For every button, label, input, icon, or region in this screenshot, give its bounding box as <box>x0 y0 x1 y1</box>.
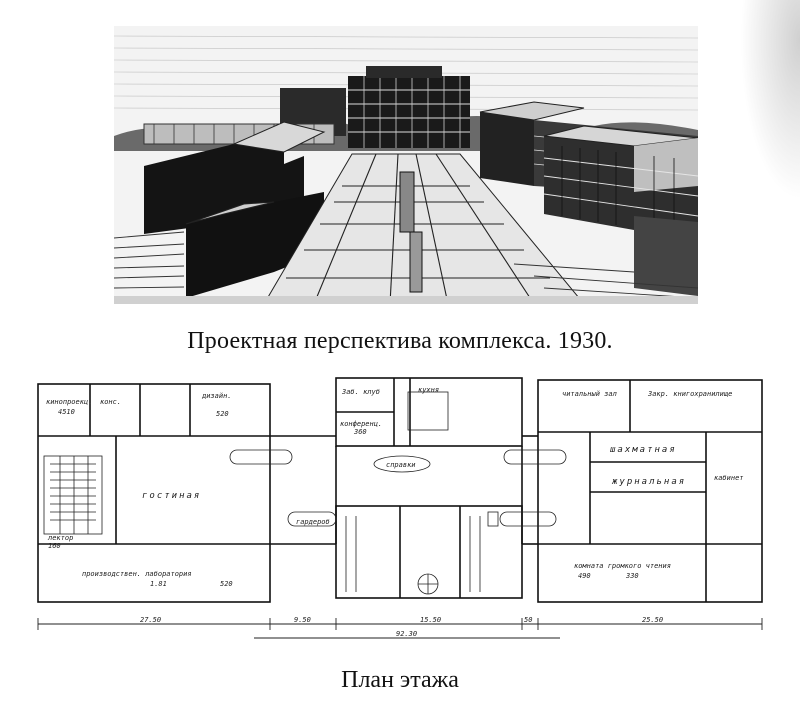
label-stage: лектор <box>47 534 73 542</box>
label-lab-num-2: 520 <box>220 580 233 588</box>
perspective-caption: Проектная перспектива комплекса. 1930. <box>187 328 613 354</box>
dimension-5: 25.50 <box>642 616 663 624</box>
label-conference-num: 360 <box>353 428 367 436</box>
label-journal-room: журнальная <box>611 477 686 487</box>
label-conference: конференц. <box>340 420 382 428</box>
label-cinema: кинопроекц. <box>46 398 92 406</box>
label-loud-reading: комната громкого чтения <box>574 562 671 570</box>
perspective-drawing <box>114 26 698 304</box>
scan-shadow <box>740 0 800 200</box>
label-design: дизайн. <box>201 392 232 400</box>
label-info-desk: справки <box>386 461 416 469</box>
label-kitchen: кухня <box>418 386 439 394</box>
dimension-4: 50 <box>524 616 532 624</box>
dimension-2: 9.50 <box>294 616 311 624</box>
perspective-illustration <box>114 26 698 304</box>
label-stage-num: 160 <box>48 542 61 550</box>
dimension-total: 92.30 <box>396 630 417 638</box>
dimension-3: 15.50 <box>420 616 441 624</box>
label-design-num: 520 <box>216 410 229 418</box>
label-cabinet: кабинет <box>714 474 744 482</box>
label-cinema-num: 4510 <box>58 408 75 416</box>
label-hall: гостиная <box>142 491 201 501</box>
floor-plan-drawing: кинопроекц. 4510 конс. дизайн. 520 лекто… <box>37 377 763 639</box>
label-reading-hall: читальный зал <box>562 390 617 398</box>
label-loud-reading-num-2: 330 <box>625 572 639 580</box>
plan-caption: План этажа <box>341 667 459 693</box>
label-club: Заб. клуб <box>341 388 380 396</box>
label-loud-reading-num-1: 490 <box>578 572 591 580</box>
dimension-1: 27.50 <box>140 616 161 624</box>
label-chess-room: шахматная <box>610 445 677 455</box>
label-book-storage: Закр. книгохранилище <box>647 390 732 398</box>
floor-plan: кинопроекц. 4510 конс. дизайн. 520 лекто… <box>30 372 770 644</box>
label-lab-num-1: 1.81 <box>150 580 167 588</box>
label-production-lab: производствен. лаборатория <box>82 570 192 578</box>
label-cloakroom: гардероб <box>296 518 330 526</box>
label-consult: конс. <box>100 398 121 406</box>
